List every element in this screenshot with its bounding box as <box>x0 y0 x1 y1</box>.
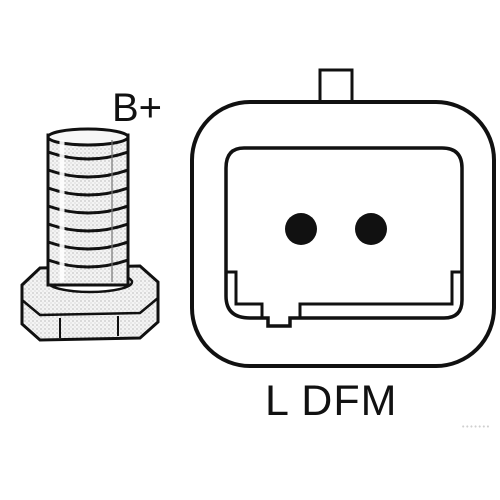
connector-pin-label: L DFM <box>265 377 398 425</box>
stud-terminal-label: B+ <box>112 86 163 130</box>
watermark-logo: ••••••• <box>461 423 490 431</box>
pin-dfm <box>355 213 387 245</box>
threaded-stud <box>46 127 130 287</box>
pin-l <box>285 213 317 245</box>
plug-connector <box>190 68 496 368</box>
